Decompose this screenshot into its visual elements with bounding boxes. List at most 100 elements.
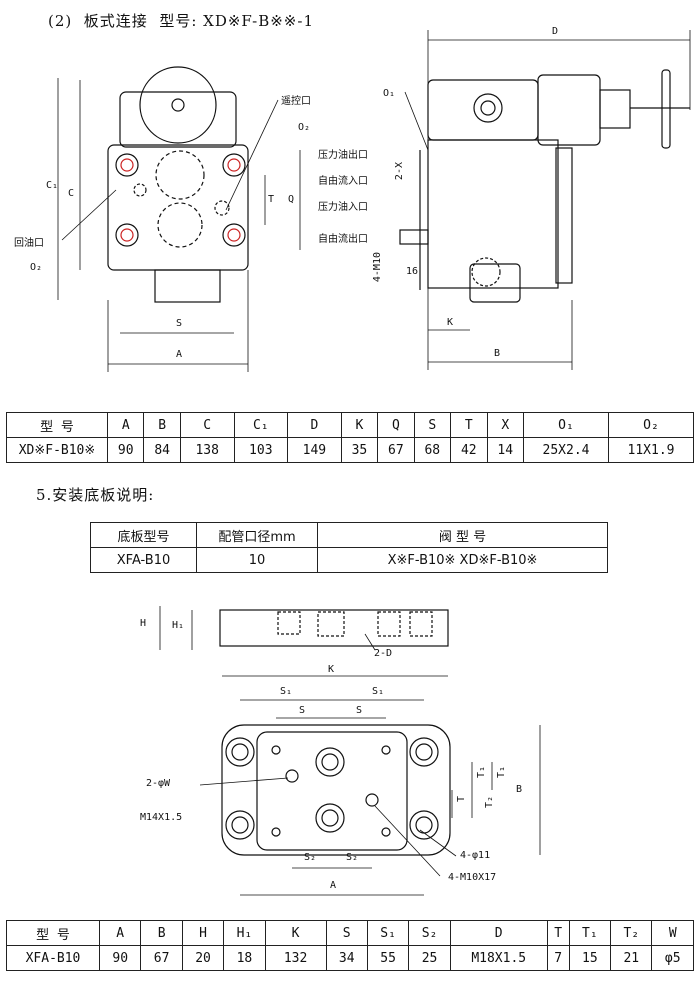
header-cell: S [325, 920, 368, 946]
dim-a: A [176, 349, 183, 360]
dim-c: C [68, 188, 75, 199]
header-cell: T₂ [610, 920, 653, 946]
return-port-label: 回油口 [14, 238, 44, 249]
table-cell: XFA-B10 [6, 945, 100, 971]
header-cell: B [140, 920, 183, 946]
dim-s-left: S [299, 705, 306, 716]
table-row: XFA-B10 90 67 20 18 132 34 55 25 M18X1.5… [6, 945, 694, 971]
table-cell: 11X1.9 [608, 437, 694, 463]
table-cell: 35 [340, 437, 379, 463]
table-cell: XFA-B10 [90, 547, 197, 573]
dim-t2: T₂ [484, 796, 495, 809]
header-cell: A [106, 412, 145, 438]
header-cell: T₁ [568, 920, 612, 946]
dim-t: T [456, 796, 467, 803]
base-plate-spec-table: 型 号 A B H H₁ K S S₁ S₂ D T T₁ T₂ W XFA-B… [6, 920, 694, 971]
header-cell: 阀 型 号 [317, 522, 608, 548]
dim-2d: 2-D [374, 648, 393, 659]
table-cell: 15 [568, 945, 612, 971]
dim-o2-top: O₂ [298, 122, 311, 133]
dim-2-phi-w: 2-φW [146, 778, 171, 789]
header-cell: 配管口径mm [196, 522, 318, 548]
table-cell: 18 [223, 945, 266, 971]
header-cell: S₁ [366, 920, 410, 946]
dim-a-plate: A [330, 880, 337, 891]
header-cell: B [143, 412, 181, 438]
header-cell: D [449, 920, 548, 946]
dim-s1-left: S₁ [280, 686, 293, 697]
dim-m14: M14X1.5 [140, 812, 183, 823]
dim-o2-left: O₂ [30, 262, 43, 273]
header-cell: D [287, 412, 342, 438]
dim-s2-left: S₂ [304, 852, 317, 863]
pressure-in-label: 压力油入口 [318, 202, 368, 213]
dim-16: 16 [406, 266, 419, 277]
base-plate-table: 底板型号 配管口径mm 阀 型 号 XFA-B10 10 X※F-B10※ XD… [90, 522, 608, 573]
header-cell: W [651, 920, 694, 946]
free-in-label: 自由流入口 [318, 176, 368, 187]
header-cell: 型 号 [6, 412, 108, 438]
table-cell: 25 [408, 945, 451, 971]
header-cell: T [546, 920, 570, 946]
table-cell: 90 [98, 945, 142, 971]
dim-h1: H₁ [172, 620, 185, 631]
valve-drawing [57, 30, 691, 372]
dim-s2-right: S₂ [346, 852, 359, 863]
table-cell: X※F-B10※ XD※F-B10※ [317, 547, 608, 573]
dim-d: D [552, 26, 559, 37]
dim-h: H [140, 618, 147, 629]
table-cell: 55 [366, 945, 410, 971]
dim-o1: O₁ [383, 88, 396, 99]
dim-t: T [268, 194, 275, 205]
table-cell: 90 [106, 437, 145, 463]
table-cell: M18X1.5 [449, 945, 548, 971]
table-cell: 68 [413, 437, 452, 463]
table-cell: XD※F-B10※ [6, 437, 108, 463]
section-title-plate-connection: (2) 板式连接 型号: XD※F-B※※-1 [48, 12, 314, 30]
dim-t1-a: T₁ [476, 766, 487, 779]
table-header-row: 型 号 A B C C₁ D K Q S T X O₁ O₂ [6, 412, 694, 438]
dim-s1-right: S₁ [372, 686, 385, 697]
dim-b: B [494, 348, 501, 359]
table-row: XD※F-B10※ 90 84 138 103 149 35 67 68 42 … [6, 437, 694, 463]
table-cell: 67 [140, 945, 183, 971]
table-cell: 84 [143, 437, 181, 463]
table-cell: 10 [196, 547, 318, 573]
table-cell: 103 [233, 437, 289, 463]
table-cell: 14 [486, 437, 524, 463]
table-cell: 34 [325, 945, 368, 971]
table-cell: φ5 [651, 945, 694, 971]
table-row: XFA-B10 10 X※F-B10※ XD※F-B10※ [90, 547, 608, 573]
table-cell: 7 [546, 945, 570, 971]
table-cell: 42 [450, 437, 488, 463]
dim-k-plate: K [328, 664, 335, 675]
table-cell: 132 [264, 945, 327, 971]
dim-k: K [447, 317, 454, 328]
header-cell: O₂ [608, 412, 694, 438]
header-cell: H [181, 920, 225, 946]
section-title-base-plate: 5.安装底板说明: [36, 486, 155, 504]
header-cell: K [264, 920, 327, 946]
dim-b-plate: B [516, 784, 523, 795]
table-cell: 21 [610, 945, 653, 971]
dim-t1-b: T₁ [496, 766, 507, 779]
table-cell: 149 [287, 437, 342, 463]
header-cell: A [98, 920, 142, 946]
header-cell: S [413, 412, 452, 438]
free-out-label: 自由流出口 [318, 234, 368, 245]
table-cell: 138 [179, 437, 235, 463]
dim-q: Q [288, 194, 295, 205]
dim-s-right: S [356, 705, 363, 716]
dim-s: S [176, 318, 183, 329]
header-cell: 型 号 [6, 920, 100, 946]
header-cell: O₁ [523, 412, 609, 438]
pressure-out-label: 压力油出口 [318, 150, 368, 161]
valve-spec-table: 型 号 A B C C₁ D K Q S T X O₁ O₂ XD※F-B10※… [6, 412, 694, 463]
dim-4-m10x17: 4-M10X17 [448, 872, 497, 883]
table-header-row: 型 号 A B H H₁ K S S₁ S₂ D T T₁ T₂ W [6, 920, 694, 946]
header-cell: H₁ [223, 920, 266, 946]
header-cell: S₂ [408, 920, 451, 946]
table-cell: 20 [181, 945, 225, 971]
dim-c1: C₁ [46, 180, 59, 191]
